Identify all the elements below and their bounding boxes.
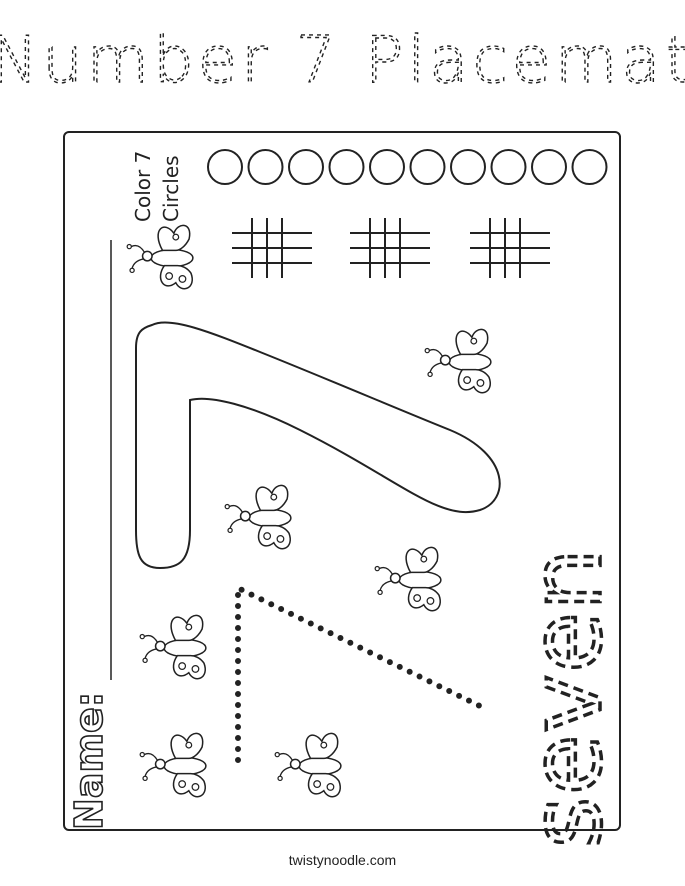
- tally-grid-icon: [231, 217, 313, 279]
- circle-icon: [328, 149, 365, 185]
- circle-icon: [571, 149, 608, 185]
- butterfly-icon: [374, 546, 442, 612]
- big-seven-outline: [135, 321, 501, 570]
- circle-icon: [409, 149, 446, 185]
- butterfly-icon: [139, 614, 207, 680]
- name-label: Name:: [67, 692, 111, 830]
- instruction-line2: Circles: [159, 155, 183, 222]
- page-title-text: Number 7 Placemat: [0, 24, 685, 98]
- circle-icon: [450, 149, 486, 185]
- instruction-line1: Color 7: [131, 151, 155, 222]
- number-word: seven: [510, 546, 624, 848]
- butterfly-icon: [126, 224, 194, 290]
- placemat-border: [63, 131, 621, 831]
- tally-grid-icon: [469, 217, 551, 279]
- circle-icon: [207, 149, 243, 185]
- butterfly-icon: [424, 328, 492, 394]
- circle-icon: [288, 149, 324, 185]
- butterfly-icon: [139, 732, 207, 798]
- circles-row: [207, 149, 608, 185]
- dotted-seven: [235, 583, 487, 763]
- tally-grid-icon: [349, 217, 431, 279]
- footer-credit: twistynoodle.com: [288, 852, 397, 868]
- page-title: Number 7 Placemat: [0, 23, 685, 98]
- circle-icon: [490, 149, 527, 185]
- circle-icon: [531, 149, 567, 185]
- butterfly-icon: [224, 484, 292, 550]
- butterfly-icon: [274, 732, 342, 798]
- circle-icon: [369, 149, 405, 185]
- circle-icon: [247, 149, 284, 185]
